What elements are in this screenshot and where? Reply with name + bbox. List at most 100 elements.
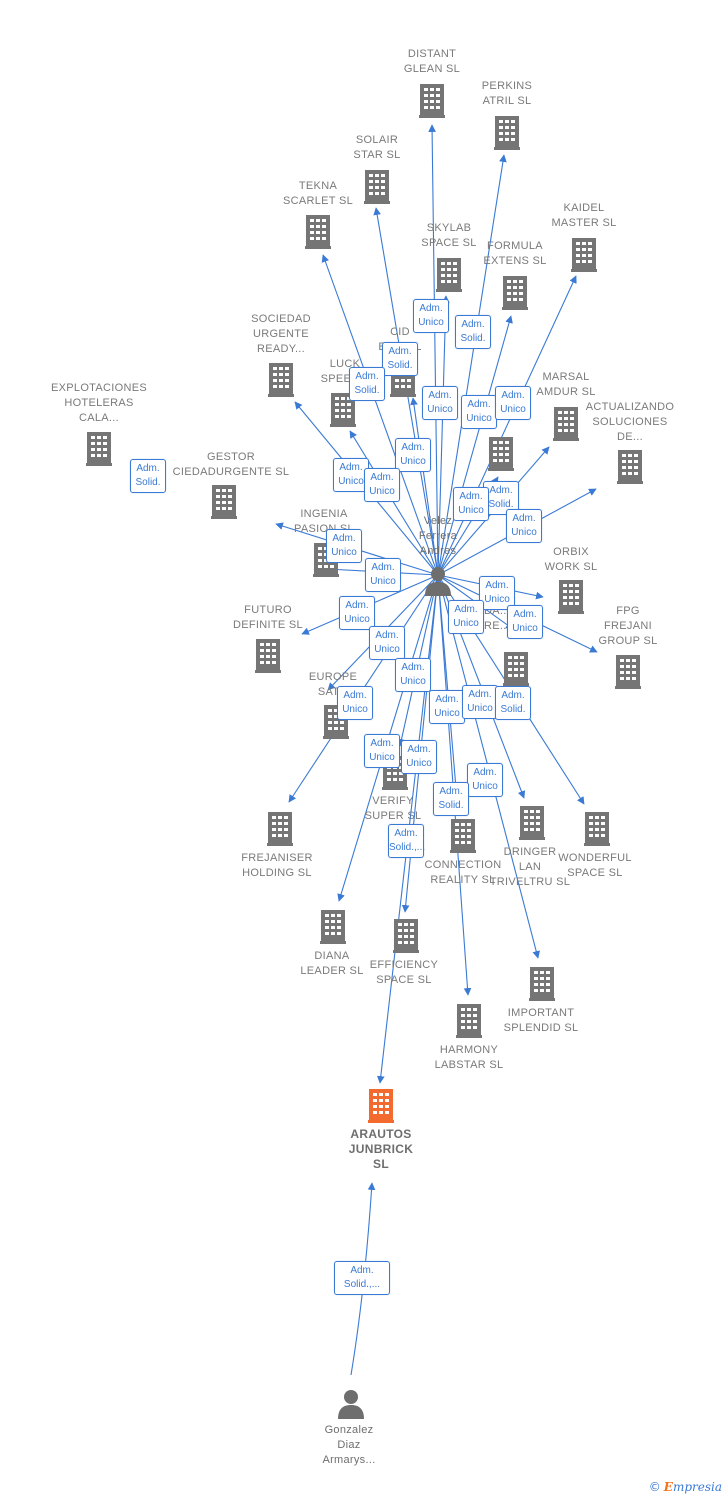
building-icon[interactable]	[305, 215, 331, 249]
building-icon[interactable]	[529, 967, 555, 1001]
building-icon[interactable]	[456, 1004, 482, 1038]
role-badge[interactable]: Adm.Unico	[429, 690, 465, 724]
role-badge[interactable]: Adm.Unico	[326, 529, 362, 563]
building-icon[interactable]	[488, 437, 514, 471]
role-badge-text: Adm.	[473, 767, 497, 778]
edge-to-skylab	[437, 295, 450, 576]
building-icon[interactable]	[211, 485, 237, 519]
role-badge[interactable]: Adm.Unico	[337, 686, 373, 720]
building-icon[interactable]	[267, 812, 293, 846]
main-company-building-icon[interactable]	[368, 1089, 394, 1123]
role-badge[interactable]: Adm.Unico	[364, 468, 400, 502]
role-badge[interactable]: Adm.Unico	[462, 685, 498, 719]
building-icon[interactable]	[502, 276, 528, 310]
building-icon[interactable]	[364, 170, 390, 204]
role-badge[interactable]: Adm.Unico	[495, 386, 531, 420]
role-badge[interactable]: Adm.Unico	[479, 576, 515, 610]
company-futuro-line: FUTURO	[244, 604, 292, 616]
role-badge[interactable]: Adm.Unico	[333, 458, 369, 492]
role-badge[interactable]: Adm.Unico	[422, 386, 458, 420]
role-badge[interactable]: Adm.Unico	[467, 763, 503, 797]
role-badge-text: Unico	[427, 404, 453, 415]
role-badge[interactable]: Adm.Unico	[507, 605, 543, 639]
role-badge[interactable]: Adm.Unico	[364, 734, 400, 768]
role-badge-text: Adm.	[513, 609, 537, 620]
role-badge[interactable]: Adm.Solid.	[433, 782, 469, 816]
building-icon[interactable]	[320, 910, 346, 944]
building-icon[interactable]	[450, 819, 476, 853]
main-company-label-line: JUNBRICK	[348, 1142, 414, 1156]
role-badge-gonzalez[interactable]: Adm.Solid.,...	[334, 1261, 390, 1295]
role-badge[interactable]: Adm.Unico	[339, 596, 375, 630]
role-badge-text: Solid.	[354, 385, 380, 396]
role-badge-text: Unico	[400, 676, 426, 687]
role-badge[interactable]: Adm.Solid.	[495, 686, 531, 720]
building-icon[interactable]	[494, 116, 520, 150]
person-velez-line: Velez	[423, 515, 453, 527]
role-badge[interactable]: Adm.Solid.,...	[388, 824, 425, 858]
company-cid-line: CID	[390, 326, 410, 338]
role-badge[interactable]: Adm.Unico	[401, 740, 437, 774]
role-badge[interactable]: Adm.Unico	[369, 626, 405, 660]
role-badge[interactable]: Adm.Solid.	[382, 342, 418, 376]
role-badge-text: Adm.	[454, 604, 478, 615]
building-icon[interactable]	[617, 450, 643, 484]
role-badge[interactable]: Adm.Unico	[453, 487, 489, 521]
building-icon[interactable]	[436, 258, 462, 292]
role-badge[interactable]: Adm.Unico	[448, 600, 484, 634]
role-badge[interactable]: Adm.Unico	[395, 658, 431, 692]
role-badge[interactable]: Adm.Unico	[461, 395, 497, 429]
person-icon[interactable]	[338, 1390, 364, 1419]
role-badge[interactable]: Adm.Solid.	[130, 459, 166, 493]
building-icon[interactable]	[584, 812, 610, 846]
building-icon[interactable]	[393, 919, 419, 953]
role-badge[interactable]: Adm.Unico	[365, 558, 401, 592]
role-badge[interactable]: Adm.Unico	[506, 509, 542, 543]
company-important-line: SPLENDID SL	[503, 1022, 579, 1034]
role-badge[interactable]: Adm.Unico	[395, 438, 431, 472]
role-badge[interactable]: Adm.Solid.	[349, 367, 385, 401]
role-badge-text: Adm.	[136, 463, 160, 474]
role-badge[interactable]: Adm.Solid.	[455, 315, 491, 349]
edge-to-luck	[349, 430, 439, 576]
company-wonderful-line: WONDERFUL	[558, 852, 632, 864]
building-icon[interactable]	[503, 652, 529, 686]
building-icon[interactable]	[268, 363, 294, 397]
building-icon[interactable]	[86, 432, 112, 466]
building-icon[interactable]	[553, 407, 579, 441]
building-icon[interactable]	[519, 806, 545, 840]
building-icon[interactable]	[255, 639, 281, 673]
building-icon[interactable]	[571, 238, 597, 272]
role-badge[interactable]: Adm.Unico	[413, 299, 449, 333]
building-icon[interactable]	[615, 655, 641, 689]
building-icon[interactable]	[558, 580, 584, 614]
building-icon[interactable]	[419, 84, 445, 118]
